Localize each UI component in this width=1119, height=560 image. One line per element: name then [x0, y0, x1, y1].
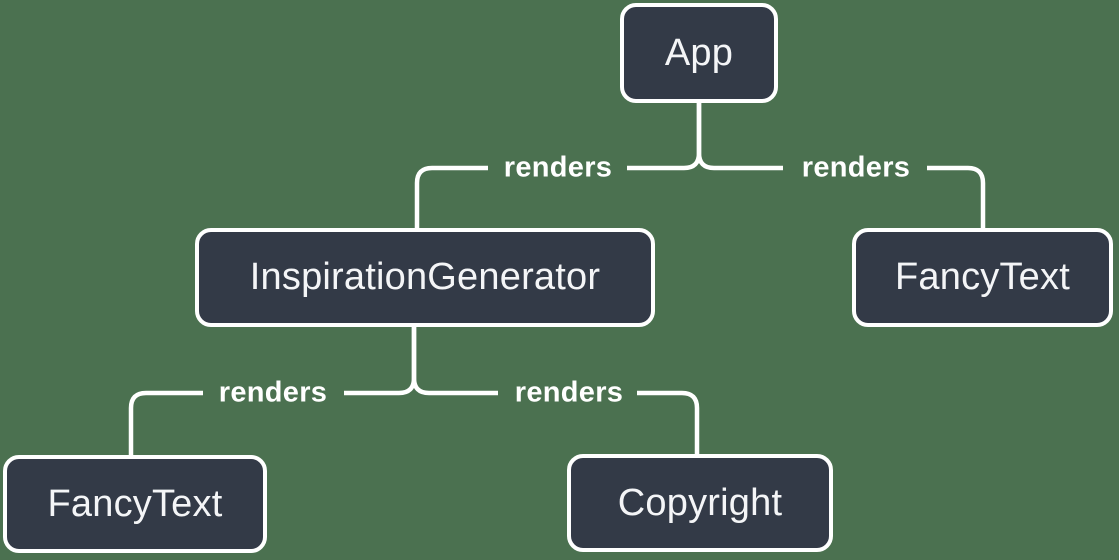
edge-inspirationgenerator-to-copyright-segment-left — [411, 327, 498, 396]
node-fancy-text-bottom-label: FancyText — [47, 482, 223, 525]
node-copyright: Copyright — [567, 454, 833, 552]
node-fancy-text-bottom: FancyText — [3, 455, 267, 553]
edge-inspirationgenerator-to-fancytext-segment-right — [344, 327, 417, 396]
edge-label-renders-inspirationgenerator-copyright: renders — [514, 376, 624, 409]
node-fancy-text-top: FancyText — [852, 228, 1113, 327]
edge-app-to-fancytext-segment-right — [927, 165, 986, 229]
edge-app-to-inspirationgenerator-segment-right — [627, 103, 702, 171]
edge-app-to-fancytext-segment-left — [696, 103, 783, 171]
node-fancy-text-top-label: FancyText — [895, 256, 1070, 298]
node-app: App — [620, 3, 778, 103]
node-inspiration-generator-label: InspirationGenerator — [249, 256, 601, 298]
edge-inspirationgenerator-to-copyright-segment-right — [637, 390, 700, 455]
node-inspiration-generator: InspirationGenerator — [195, 228, 655, 327]
edge-app-to-inspirationgenerator-segment-left — [414, 165, 488, 229]
edge-inspirationgenerator-to-fancytext-segment-left — [128, 390, 203, 456]
node-app-label: App — [664, 31, 734, 74]
edge-label-renders-inspirationgenerator-fancytext: renders — [218, 376, 328, 409]
node-copyright-label: Copyright — [617, 481, 783, 524]
edge-label-renders-app-inspirationgenerator: renders — [503, 151, 613, 184]
edge-label-renders-app-fancytext: renders — [801, 151, 911, 184]
